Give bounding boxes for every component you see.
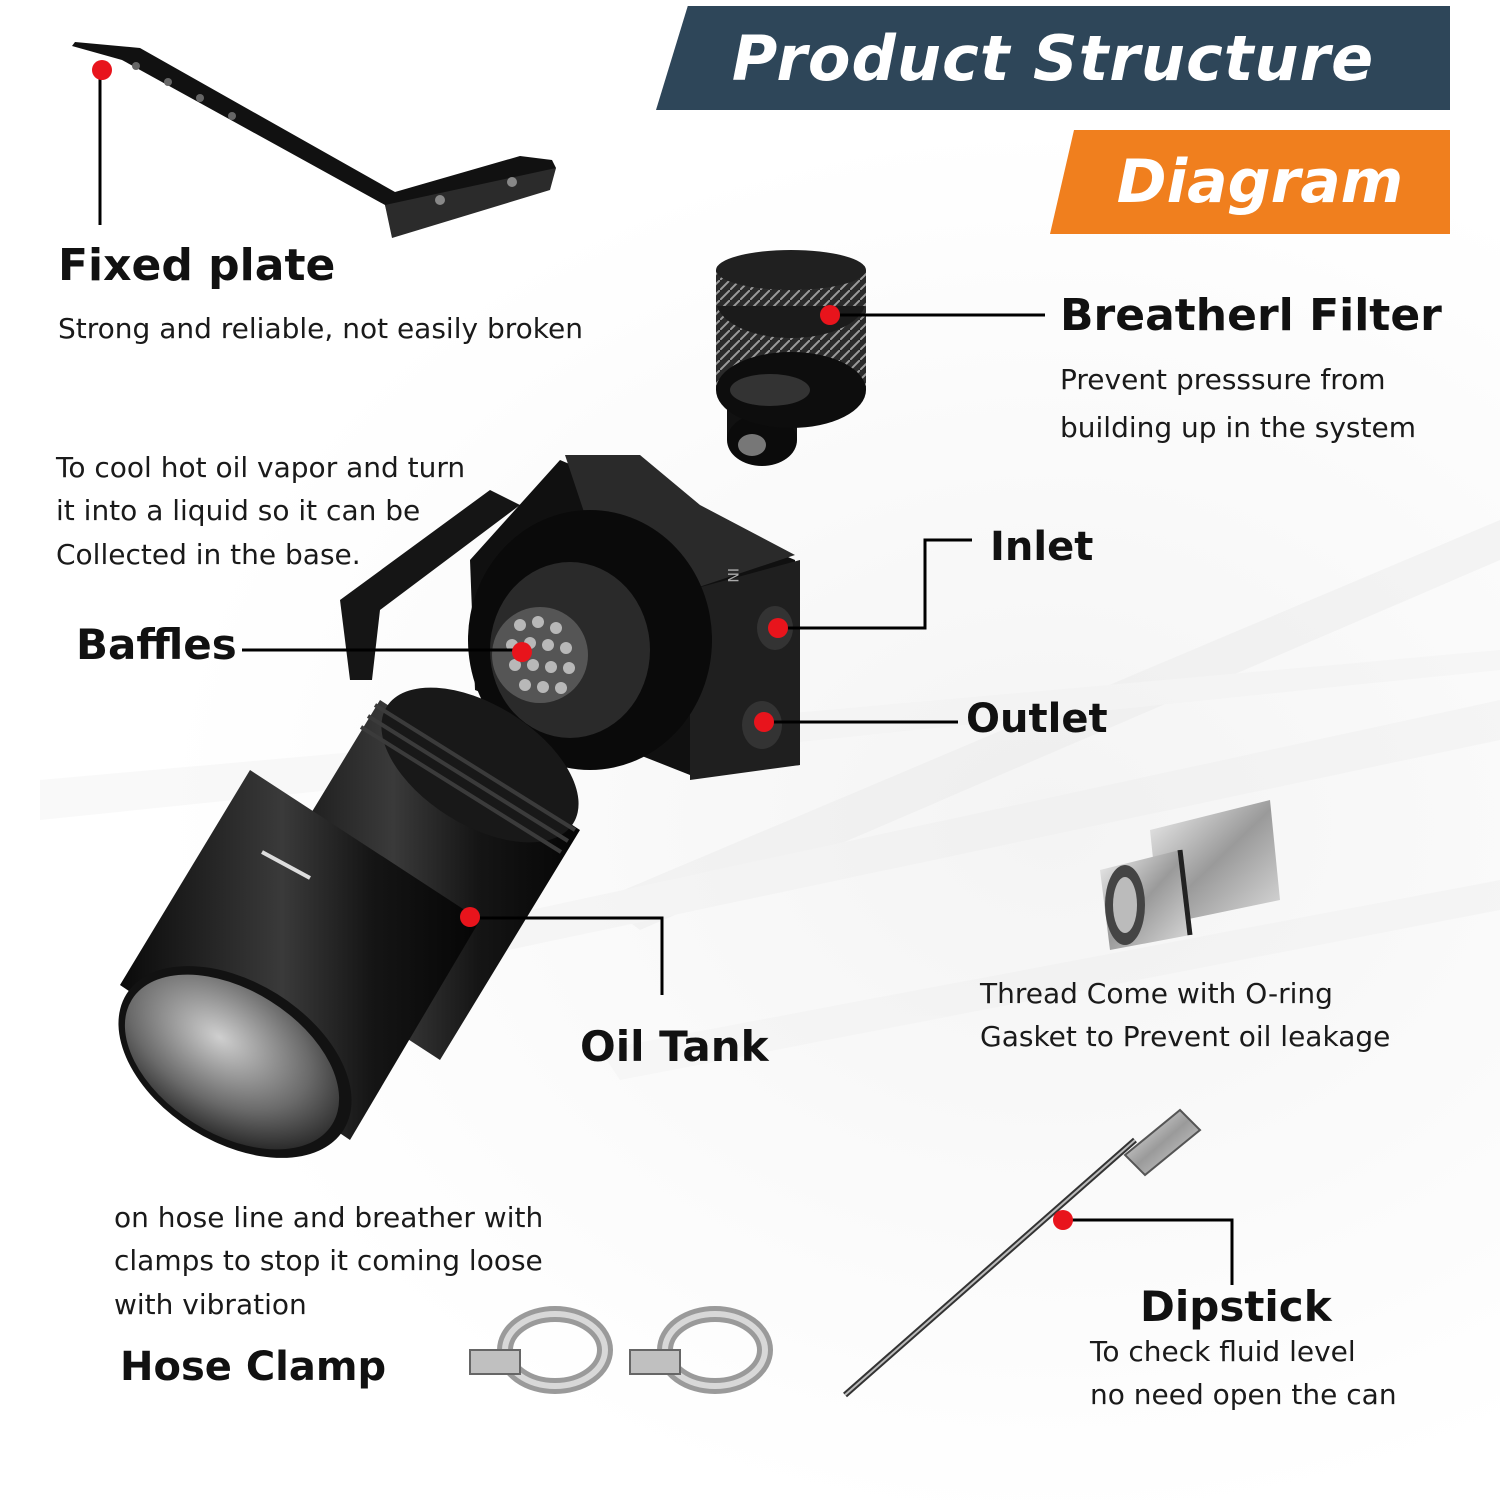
breather-filter-desc: Prevent presssure from building up in th…	[1060, 363, 1416, 444]
inlet-label: Inlet	[990, 524, 1094, 570]
breather-filter-label: Breatherl Filter	[1060, 290, 1442, 341]
outlet-label: Outlet	[966, 696, 1108, 742]
baffles-label: Baffles	[76, 620, 237, 669]
catch-can-head: IN	[340, 455, 800, 780]
hose-clamps	[469, 1306, 773, 1394]
dipstick-rod	[843, 1108, 1202, 1398]
leader-lines	[98, 72, 1234, 1285]
page-title: Product Structure	[731, 21, 1375, 95]
dipstick-label: Dipstick	[1140, 1282, 1332, 1331]
dipstick-desc: To check fluid level no need open the ca…	[1090, 1335, 1397, 1412]
baffles-desc: To cool hot oil vapor and turn it into a…	[56, 451, 466, 571]
title-banner: Product Structure	[656, 6, 1450, 110]
breather-filter	[716, 250, 866, 466]
etched-in-mark: IN	[724, 568, 740, 583]
fitting-desc: Thread Come with O-ring Gasket to Preven…	[980, 977, 1391, 1054]
hose-clamp-desc: on hose line and breather with clamps to…	[114, 1201, 544, 1321]
fixed-plate-bracket	[72, 42, 556, 238]
fixed-plate-label: Fixed plate	[58, 240, 336, 291]
fixed-plate-desc: Strong and reliable, not easily broken	[58, 312, 583, 345]
hose-clamp-label: Hose Clamp	[120, 1344, 387, 1390]
thread-fitting	[1100, 800, 1280, 950]
marker-dots	[92, 60, 1073, 1230]
oil-tank	[118, 687, 580, 1158]
oil-tank-label: Oil Tank	[580, 1022, 769, 1071]
subtitle-banner: Diagram	[1050, 130, 1450, 234]
page-subtitle: Diagram	[1116, 147, 1404, 217]
